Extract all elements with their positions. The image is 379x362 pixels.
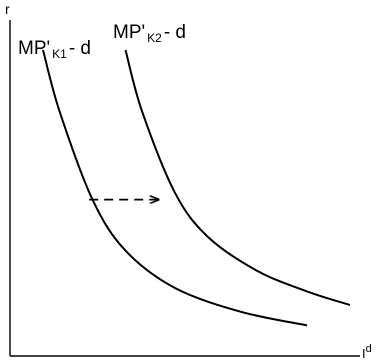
series-label-mpk2: MP'K2- d	[113, 22, 186, 45]
curve-mpk2-d	[124, 49, 351, 306]
series-label-mpk2-sub: K2	[147, 31, 162, 45]
x-axis-label-main: I	[362, 346, 366, 361]
series-label-mpk1-main: MP'	[18, 38, 50, 59]
series-label-mpk2-main: MP'	[113, 22, 145, 43]
series-label-mpk1-sub: K1	[52, 47, 67, 61]
curve-mpk1-d	[42, 49, 308, 327]
series-label-mpk2-tail: - d	[164, 22, 186, 43]
series-label-mpk1: MP'K1- d	[18, 38, 91, 61]
y-axis-label: r	[5, 1, 10, 17]
x-axis-label: Id	[362, 343, 372, 361]
x-axis-label-superscript: d	[366, 343, 372, 355]
series-label-mpk1-tail: - d	[69, 38, 91, 59]
